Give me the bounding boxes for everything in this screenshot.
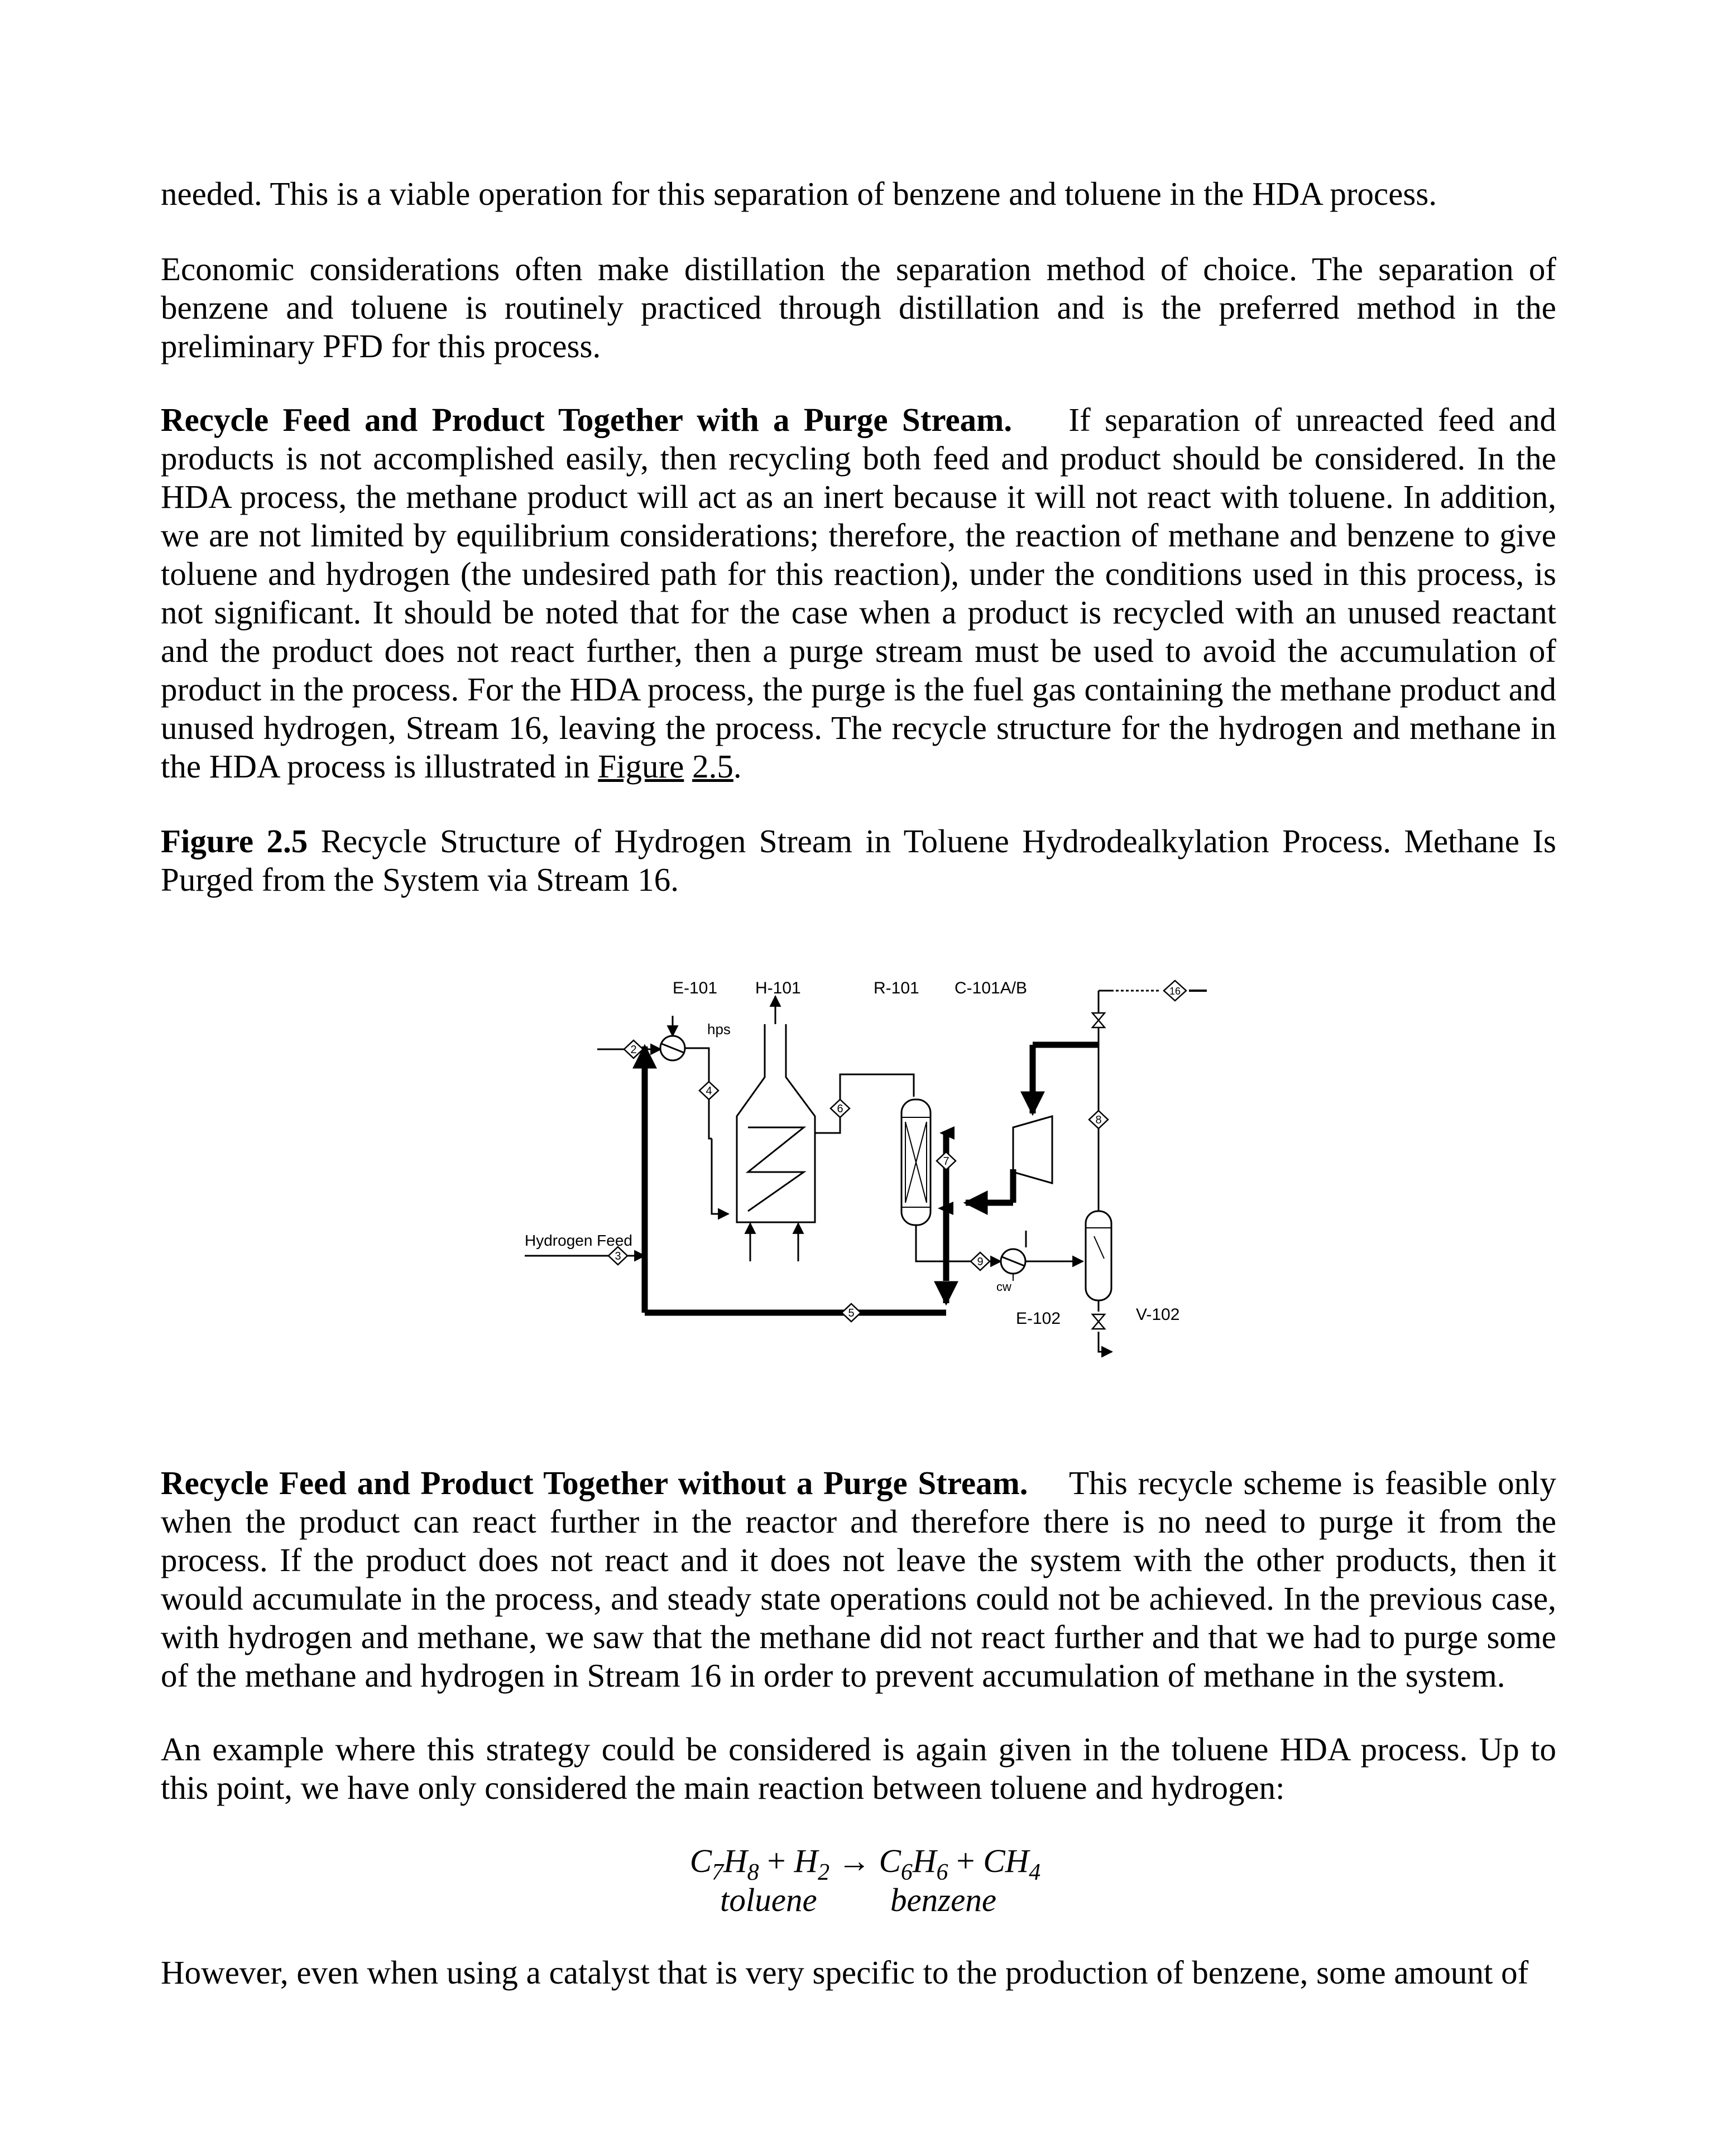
- stream-7-tag: 7: [936, 1151, 957, 1171]
- heat-exchanger-e101-icon: [659, 1035, 686, 1062]
- liquid-outlet-line: [1097, 1332, 1114, 1358]
- label-hydrogen-feed: Hydrogen Feed: [525, 1232, 632, 1249]
- stream-3-number: 3: [615, 1250, 621, 1262]
- eq-h: H: [723, 1842, 747, 1879]
- reactor-inlet-arrow-icon: [939, 1126, 955, 1140]
- figure-link-number[interactable]: 2.5: [692, 748, 733, 785]
- eq-label-toluene: toluene: [720, 1881, 817, 1918]
- label-c101: C-101A/B: [955, 979, 1027, 997]
- flash-drum-v102-icon: [1085, 1210, 1112, 1302]
- paragraph-4-body: This recycle scheme is feasible only whe…: [161, 1464, 1556, 1694]
- recycle-to-compressor-line: [1020, 1041, 1099, 1116]
- process-flow-svg: E-101 H-101 R-101 C-101A/B hps Hydrogen …: [525, 979, 1207, 1358]
- figure-caption-text: Recycle Structure of Hydrogen Stream in …: [161, 823, 1556, 898]
- reactor-side-arrow-icon: [938, 1202, 953, 1215]
- stream-8-tag: 8: [1088, 1110, 1109, 1130]
- stream-5-tag: 5: [841, 1303, 862, 1323]
- eq-sub-2: 2: [818, 1860, 830, 1885]
- paragraph-3-body: If separation of unreacted feed and prod…: [161, 401, 1556, 785]
- label-cw: cw: [996, 1280, 1011, 1294]
- stream-4-tag: 4: [698, 1081, 720, 1101]
- reactor-r101-icon: [900, 1098, 932, 1226]
- paragraph-4-heading: Recycle Feed and Product Together withou…: [161, 1464, 1028, 1501]
- stream-8-number: 8: [1095, 1114, 1101, 1126]
- paragraph-3-end: .: [733, 748, 742, 785]
- eq-c6: C: [879, 1842, 901, 1879]
- stream-3-tag: 3: [607, 1246, 629, 1266]
- figure-link-word[interactable]: Figure: [598, 748, 684, 785]
- heat-exchanger-e102-icon: [1000, 1248, 1027, 1275]
- stream-16-tag: 16: [1163, 979, 1187, 1002]
- eq-sub-4: 4: [1029, 1860, 1041, 1885]
- paragraph-2: Economic considerations often make disti…: [161, 251, 1556, 364]
- process-flow-diagram: E-101 H-101 R-101 C-101A/B hps Hydrogen …: [502, 949, 1228, 1384]
- eq-h6: H: [912, 1842, 937, 1879]
- figure-caption-label: Figure 2.5: [161, 823, 308, 859]
- stream-4-number: 4: [706, 1085, 712, 1097]
- reaction-equation: C7H8 + H2 → C6H6 + CH4: [558, 1842, 1172, 1884]
- stream-9-number: 9: [977, 1256, 983, 1268]
- compressor-c101-icon: [1012, 1115, 1053, 1184]
- drum-bottom-valve-icon: [1091, 1313, 1106, 1330]
- stream-4-line: [685, 1047, 730, 1220]
- stream-6-number: 6: [837, 1103, 843, 1115]
- eq-label-benzene: benzene: [890, 1881, 997, 1918]
- stream-2-number: 2: [630, 1044, 636, 1056]
- label-e102: E-102: [1016, 1309, 1061, 1328]
- eq-plus: +: [759, 1842, 794, 1879]
- eq-plus-2: +: [948, 1842, 984, 1879]
- stream-2-tag: 2: [623, 1039, 644, 1059]
- eq-arrow: →: [829, 1842, 879, 1879]
- stream-6-tag: 6: [829, 1098, 851, 1118]
- paragraph-1: needed. This is a viable operation for t…: [161, 175, 1437, 212]
- eq-h2: H: [794, 1842, 818, 1879]
- eq-sub-6b: 6: [936, 1860, 948, 1885]
- label-r101: R-101: [874, 979, 919, 997]
- paragraph-5: An example where this strategy could be …: [161, 1731, 1556, 1806]
- eq-c: C: [689, 1842, 712, 1879]
- eq-sub-7: 7: [712, 1860, 724, 1885]
- eq-ch: CH: [983, 1842, 1029, 1879]
- paragraph-3-heading: Recycle Feed and Product Together with a…: [161, 401, 1013, 438]
- paragraph-6: However, even when using a catalyst that…: [161, 1954, 1529, 1991]
- label-v102: V-102: [1136, 1305, 1179, 1324]
- stream-5-number: 5: [848, 1307, 854, 1319]
- paragraph-4: Recycle Feed and Product Together withou…: [161, 1464, 1556, 1695]
- purge-valve-icon: [1091, 1012, 1106, 1029]
- stream-16-number: 16: [1169, 986, 1181, 997]
- stream-6-line: [815, 1073, 915, 1134]
- purge-line: [1097, 990, 1207, 1038]
- stream-7-number: 7: [943, 1155, 949, 1168]
- eq-sub-8: 8: [747, 1860, 759, 1885]
- label-e101: E-101: [673, 979, 717, 997]
- stream-9-tag: 9: [970, 1251, 991, 1271]
- paragraph-3: Recycle Feed and Product Together with a…: [161, 401, 1556, 786]
- compressor-outlet-line: [963, 1169, 1016, 1215]
- heater-h101-icon: [736, 1024, 816, 1223]
- figure-caption: Figure 2.5 Recycle Structure of Hydrogen…: [161, 822, 1556, 899]
- eq-sub-6: 6: [900, 1860, 913, 1885]
- label-h101: H-101: [755, 979, 801, 997]
- label-hps: hps: [707, 1021, 731, 1038]
- stream-9-line: [915, 1225, 972, 1262]
